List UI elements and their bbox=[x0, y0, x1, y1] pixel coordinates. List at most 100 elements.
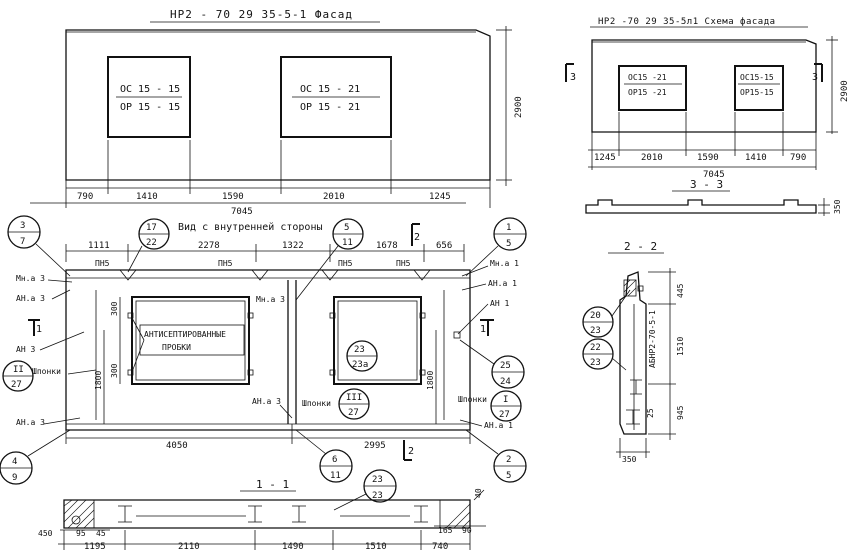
inner-mark-bottom: 2 bbox=[408, 446, 414, 457]
section22-bubble-a-bottom: 23 bbox=[590, 326, 601, 336]
scheme-view: НР2 -70 29 35-5л1 Схема фасада ОС15 -21 … bbox=[565, 17, 850, 180]
section11-dim-1: 1195 bbox=[84, 542, 106, 551]
facade-window-right-top: ОС 15 - 21 bbox=[300, 84, 360, 95]
bubble-17-22-bottom: 22 bbox=[146, 238, 157, 248]
section22-dim-25: 25 bbox=[646, 408, 655, 418]
inner-view: Вид с внутренней стороны 1111 2278 1322 … bbox=[16, 221, 519, 461]
section22-width-dim: 350 bbox=[622, 455, 637, 464]
bubble-2-5-bottom: 5 bbox=[506, 471, 511, 481]
inner-dim-300-top: 300 bbox=[110, 301, 119, 316]
facade-height-dim: 2900 bbox=[514, 96, 524, 118]
bubble-1-5-bottom: 5 bbox=[506, 239, 511, 249]
inner-top-dim-2: 2278 bbox=[198, 241, 220, 251]
inner-bottom-dim-2: 2995 bbox=[364, 441, 386, 451]
facade-dim-3: 1590 bbox=[222, 192, 244, 202]
inner-mark-left: 1 bbox=[36, 324, 42, 335]
scheme-title: НР2 -70 29 35-5л1 Схема фасада bbox=[598, 17, 776, 27]
antiseptic-label-2: ПРОБКИ bbox=[162, 343, 191, 352]
bubble-4-9-top: 4 bbox=[12, 457, 17, 467]
inner-dim-1800-left: 1800 bbox=[94, 371, 103, 390]
bubble-6-11-bottom: 11 bbox=[330, 471, 341, 481]
bubble-III-27-top: III bbox=[346, 393, 362, 403]
bubble-II-27-bottom: 27 bbox=[11, 380, 22, 390]
scheme-window-left-bottom: ОР15 -21 bbox=[628, 88, 667, 97]
bubble-2-5-top: 2 bbox=[506, 455, 511, 465]
section11-dim-3: 1490 bbox=[282, 542, 304, 551]
pn5-label-3: ПН5 bbox=[338, 259, 353, 268]
right-label-ana1-top: АН.а 1 bbox=[488, 279, 517, 288]
left-label-ana3-bottom: АН.а 3 bbox=[16, 418, 45, 427]
center-label-mna3: Мн.а 3 bbox=[256, 295, 285, 304]
pn5-label-2: ПН5 bbox=[218, 259, 233, 268]
facade-window-right-bottom: ОР 15 - 21 bbox=[300, 102, 360, 113]
bubble-I-27-bottom: 27 bbox=[499, 410, 510, 420]
section22-dim-945: 945 bbox=[676, 405, 685, 420]
section-1-1: 1 - 1 23 23 1195 21 bbox=[38, 469, 486, 551]
section22-vertical-label: АБНР2-70-5-1 bbox=[648, 310, 657, 368]
scheme-height-dim: 2900 bbox=[840, 80, 850, 102]
center-label-shponki: Шпонки bbox=[302, 399, 331, 408]
section11-small-90: 90 bbox=[462, 526, 472, 535]
callout-bubbles: 3 7 17 22 5 11 1 5 II 27 23 23а III 27 bbox=[0, 215, 527, 485]
scheme-dim-2: 2010 bbox=[641, 153, 663, 163]
scheme-window-right-bottom: ОР15-15 bbox=[740, 88, 774, 97]
scheme-dim-5: 790 bbox=[790, 153, 806, 163]
section22-bubble-b-top: 22 bbox=[590, 343, 601, 353]
section33-dim: 350 bbox=[833, 199, 842, 214]
bubble-1-5-top: 1 bbox=[506, 223, 511, 233]
bubble-III-27-bottom: 27 bbox=[348, 408, 359, 418]
inner-dim-1800-right: 1800 bbox=[426, 371, 435, 390]
right-label-an1: АН 1 bbox=[490, 299, 509, 308]
bubble-25-24-top: 25 bbox=[500, 361, 511, 371]
bubble-4-9-bottom: 9 bbox=[12, 473, 17, 483]
inner-view-title: Вид с внутренней стороны bbox=[178, 221, 323, 233]
bubble-II-27-top: II bbox=[13, 365, 24, 375]
facade-total-dim: 7045 bbox=[231, 207, 253, 217]
section11-dim-5: 740 bbox=[432, 542, 448, 551]
left-label-shponki: Шпонки bbox=[32, 367, 61, 376]
inner-mark-right: 1 bbox=[480, 324, 486, 335]
bubble-25-24-bottom: 24 bbox=[500, 377, 511, 387]
facade-dim-2: 1410 bbox=[136, 192, 158, 202]
scheme-dim-4: 1410 bbox=[745, 153, 767, 163]
bubble-5-11-top: 5 bbox=[344, 223, 349, 233]
facade-window-left-top: ОС 15 - 15 bbox=[120, 84, 180, 95]
section11-bubble-bottom: 23 bbox=[372, 491, 383, 501]
section22-bubble-b-bottom: 23 bbox=[590, 358, 601, 368]
section11-small-95: 95 bbox=[76, 529, 86, 538]
section-2-2: 2 - 2 АБНР2-70-5-1 20 23 22 23 445 1510 … bbox=[582, 240, 685, 464]
right-label-mna1: Мн.а 1 bbox=[490, 259, 519, 268]
inner-dim-300-bottom: 300 bbox=[110, 363, 119, 378]
bubble-23-23a-top: 23 bbox=[354, 345, 365, 355]
pn5-label-1: ПН5 bbox=[95, 259, 110, 268]
facade-window-left-bottom: ОР 15 - 15 bbox=[120, 102, 180, 113]
antiseptic-label-1: АНТИСЕПТИРОВАННЫЕ bbox=[144, 330, 226, 339]
bubble-6-11-top: 6 bbox=[332, 455, 337, 465]
section33-label: 3 - 3 bbox=[690, 178, 723, 191]
inner-bottom-dim-1: 4050 bbox=[166, 441, 188, 451]
scheme-mark-right: 3 bbox=[812, 72, 818, 83]
section11-dim-4: 1510 bbox=[365, 542, 387, 551]
bubble-3-7-top: 3 bbox=[20, 221, 25, 231]
center-label-ana3: АН.а 3 bbox=[252, 397, 281, 406]
left-label-mna3: Мн.а 3 bbox=[16, 274, 45, 283]
section-3-3: 3 - 3 350 bbox=[585, 178, 842, 216]
inner-top-dim-3: 1322 bbox=[282, 241, 304, 251]
section22-dim-1510: 1510 bbox=[676, 337, 685, 356]
scheme-total-dim: 7045 bbox=[703, 170, 725, 180]
scheme-mark-left: 3 bbox=[570, 72, 576, 83]
bubble-3-7-bottom: 7 bbox=[20, 237, 25, 247]
section11-label: 1 - 1 bbox=[256, 478, 289, 491]
section11-small-165: 165 bbox=[438, 526, 453, 535]
section11-small-45: 45 bbox=[96, 529, 106, 538]
facade-view: НР2 - 70 29 35-5-1 Фасад ОС 15 - 15 ОР 1… bbox=[30, 8, 524, 217]
facade-dim-4: 2010 bbox=[323, 192, 345, 202]
bubble-5-11-bottom: 11 bbox=[342, 238, 353, 248]
facade-dim-1: 790 bbox=[77, 192, 93, 202]
pn5-label-4: ПН5 bbox=[396, 259, 411, 268]
bubble-23-23a-bottom: 23а bbox=[352, 360, 368, 370]
inner-top-dim-4: 1678 bbox=[376, 241, 398, 251]
scheme-window-right-top: ОС15-15 bbox=[740, 73, 774, 82]
left-label-ana3-top: АН.а 3 bbox=[16, 294, 45, 303]
